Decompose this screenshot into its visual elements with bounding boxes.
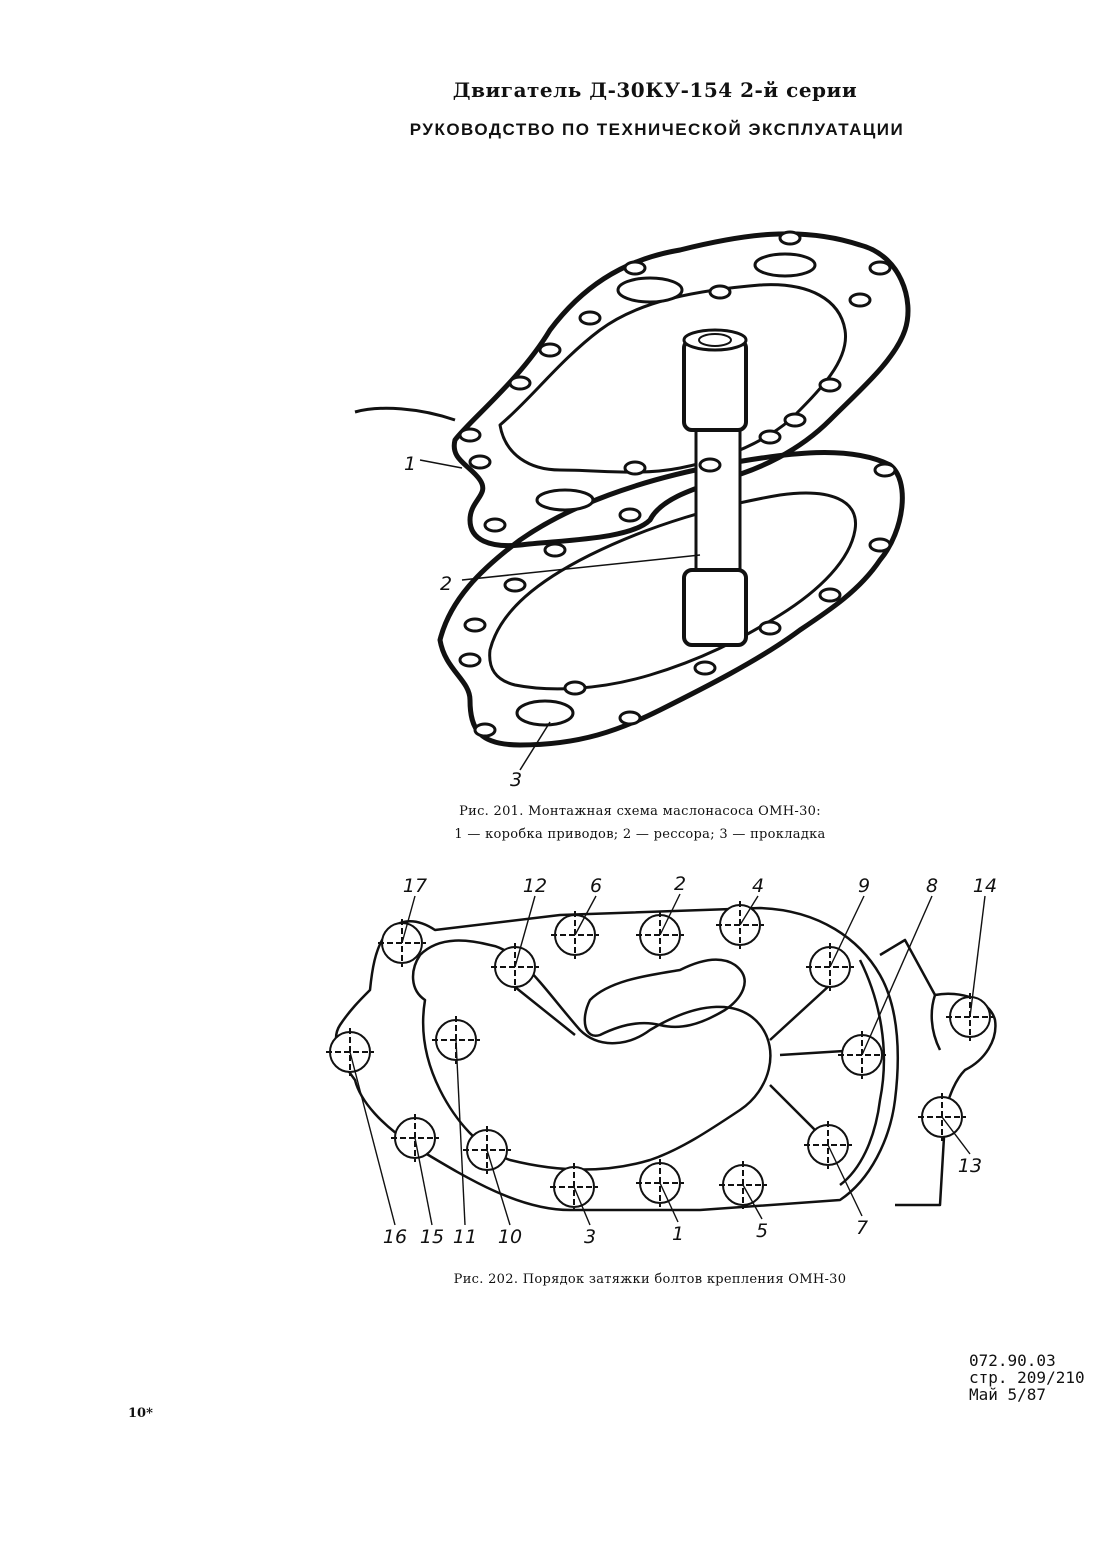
bolt-label-15: 15 <box>420 1226 444 1248</box>
drive-box-flange <box>451 231 911 549</box>
callout-2: 2 <box>440 573 452 595</box>
callout-1: 1 <box>404 453 416 475</box>
bolt-leader-12 <box>514 895 536 968</box>
bolt-leader-6 <box>574 895 597 936</box>
bolt-label-1: 1 <box>672 1223 684 1245</box>
bolt-leader-11 <box>455 1039 466 1226</box>
bolt-label-12: 12 <box>523 875 547 897</box>
bolt-label-6: 6 <box>590 875 602 897</box>
bolt-leader-1 <box>659 1182 679 1223</box>
bolt-leader-2 <box>659 893 681 936</box>
figure-202-caption: Рис. 202. Порядок затяжки болтов креплен… <box>453 1272 847 1287</box>
document-subtitle: РУКОВОДСТВО ПО ТЕХНИЧЕСКОЙ ЭКСПЛУАТАЦИИ <box>409 120 905 139</box>
bolt-leader-10 <box>486 1149 511 1226</box>
sheet-mark: 10* <box>128 1406 153 1421</box>
callout-3: 3 <box>510 769 522 791</box>
page-number: стр. 209/210 <box>969 1368 1085 1387</box>
bolt-label-14: 14 <box>973 875 997 897</box>
figure-201-caption: Рис. 201. Монтажная схема маслонасоса ОМ… <box>459 804 821 819</box>
bolt-label-11: 11 <box>453 1226 477 1248</box>
bolt-label-7: 7 <box>856 1217 868 1239</box>
bolt-label-17: 17 <box>403 875 427 897</box>
bolt-leader-5 <box>742 1184 763 1220</box>
bolt-label-2: 2 <box>674 873 686 895</box>
bolt-label-5: 5 <box>756 1220 768 1242</box>
bolt-leader-7 <box>827 1144 863 1217</box>
bolt-leader-3 <box>573 1186 591 1226</box>
bolt-leader-8 <box>861 895 933 1056</box>
figure-201-legend: 1 — коробка приводов; 2 — рессора; 3 — п… <box>454 827 826 842</box>
bolt-leader-16 <box>349 1051 396 1226</box>
bolt-label-4: 4 <box>752 875 764 897</box>
document-footer: 072.90.03 стр. 209/210 Май 5/87 <box>969 1352 1089 1403</box>
bolt-leader-14 <box>969 895 986 1018</box>
bolt-leader-13 <box>941 1116 971 1155</box>
bolt-label-13: 13 <box>958 1155 982 1177</box>
bolt-label-8: 8 <box>926 875 938 897</box>
pump-outline <box>334 906 900 1212</box>
document-title: Двигатель Д-30КУ-154 2-й серии <box>452 78 858 102</box>
bolt-label-3: 3 <box>584 1226 596 1248</box>
bolt-label-9: 9 <box>858 875 870 897</box>
doc-code: 072.90.03 <box>969 1351 1056 1370</box>
bolt-label-16: 16 <box>383 1226 407 1248</box>
bolt-leader-4 <box>739 895 759 926</box>
bolt-leader-15 <box>414 1137 433 1226</box>
bolt-leader-9 <box>829 895 865 968</box>
revision-date: Май 5/87 <box>969 1385 1047 1404</box>
bolt-leader-17 <box>401 895 416 944</box>
bolt-label-10: 10 <box>498 1226 522 1248</box>
